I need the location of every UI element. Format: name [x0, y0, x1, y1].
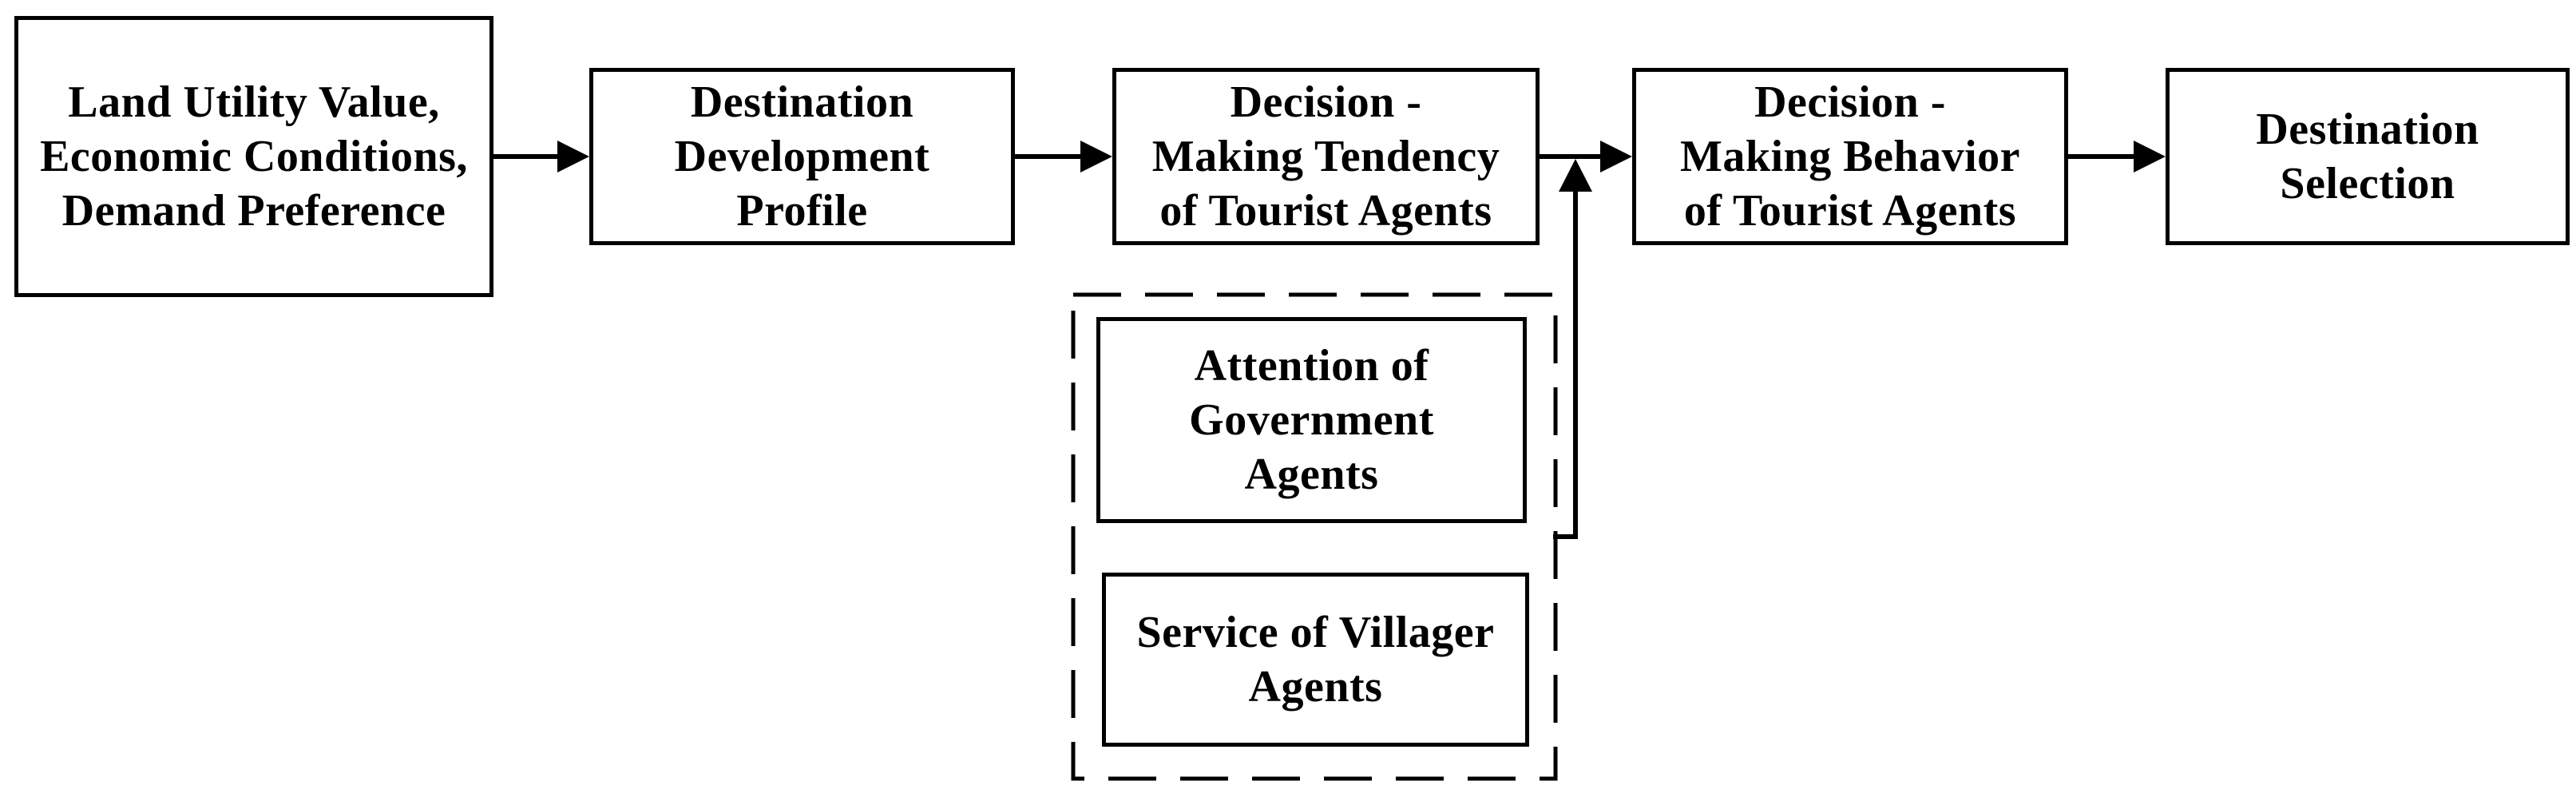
flow-box-decision-making-tendency-label: Decision - Making Tendency of Tourist Ag… — [1151, 77, 1500, 236]
arrow-1-head-right-icon — [557, 141, 589, 172]
arrow-4-head-right-icon — [2134, 141, 2166, 172]
flow-box-government-agents: Attention of Government Agents — [1096, 317, 1527, 523]
arrow-3-head-right-icon — [1600, 141, 1632, 172]
influence-arrow-head-up-icon — [1559, 159, 1592, 192]
arrow-2-head-right-icon — [1080, 141, 1112, 172]
flow-box-villager-agents-label: Service of Villager Agents — [1136, 608, 1495, 712]
flow-box-decision-making-behavior-label: Decision - Making Behavior of Tourist Ag… — [1680, 77, 2020, 236]
flow-box-inputs: Land Utility Value, Economic Conditions,… — [14, 16, 493, 297]
flow-box-inputs-label: Land Utility Value, Economic Conditions,… — [40, 77, 468, 236]
flow-box-destination-selection-label: Destination Selection — [2256, 105, 2479, 208]
flow-box-villager-agents: Service of Villager Agents — [1102, 573, 1529, 747]
flow-box-destination-development-profile-label: Destination Development Profile — [674, 77, 930, 236]
flow-box-decision-making-tendency: Decision - Making Tendency of Tourist Ag… — [1112, 68, 1540, 245]
flow-box-destination-development-profile: Destination Development Profile — [589, 68, 1015, 245]
flow-box-destination-selection: Destination Selection — [2166, 68, 2570, 245]
flow-box-decision-making-behavior: Decision - Making Behavior of Tourist Ag… — [1632, 68, 2068, 245]
flow-box-government-agents-label: Attention of Government Agents — [1189, 341, 1434, 499]
